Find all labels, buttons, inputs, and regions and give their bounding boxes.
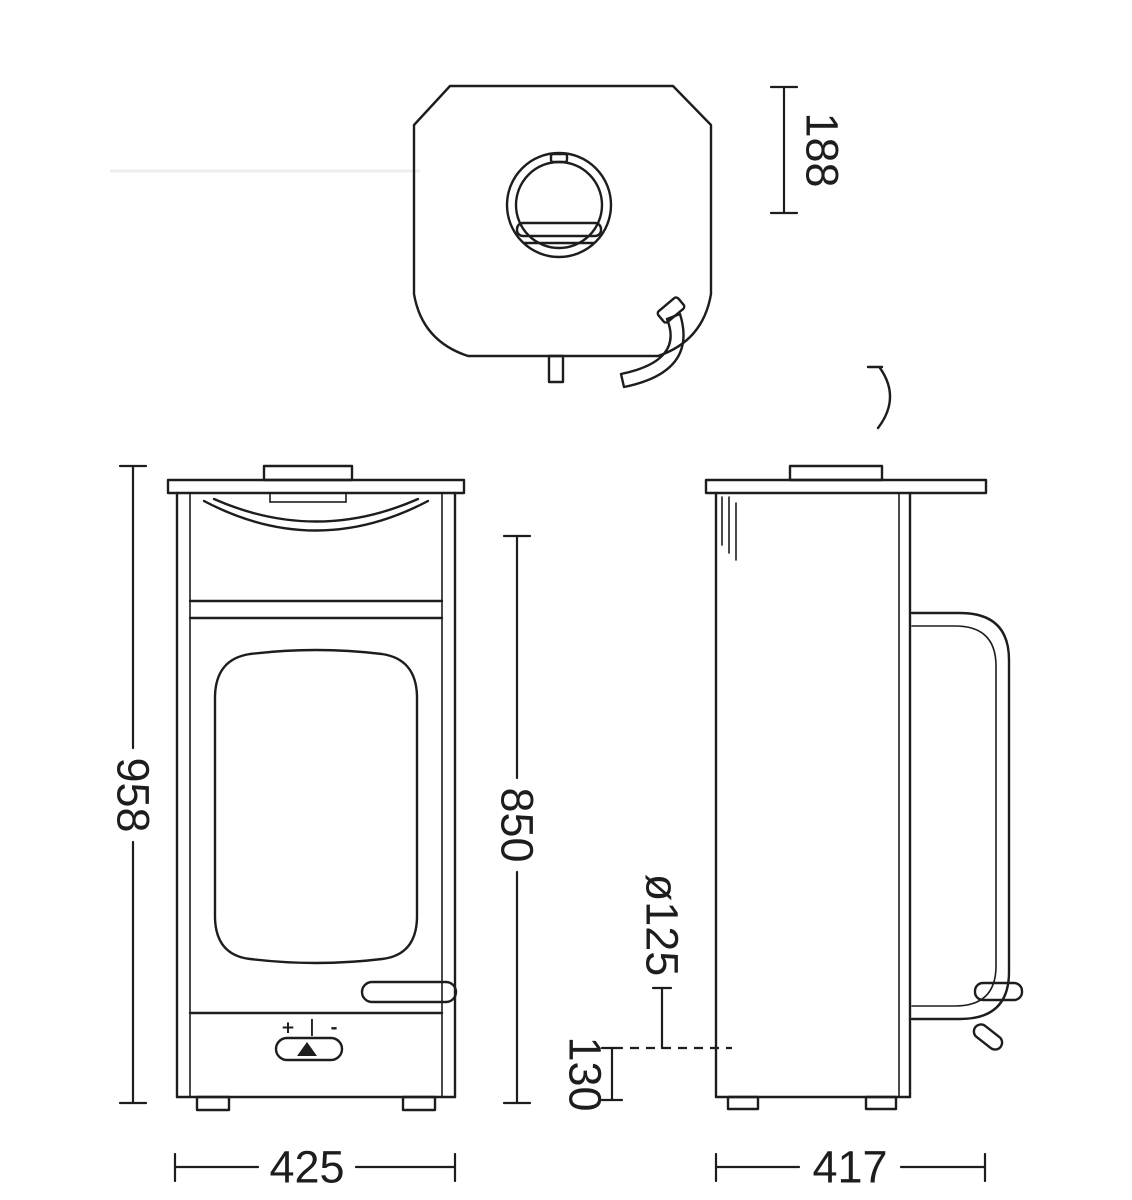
door-side-profile	[910, 611, 1011, 1021]
top-plate-side	[704, 478, 988, 495]
dim-label-outlet-height: 130	[560, 1036, 611, 1111]
door-glass	[213, 648, 419, 965]
dim-overall-height: 958	[108, 464, 159, 1105]
chimney-collar-side	[788, 464, 884, 482]
top-view	[412, 84, 713, 389]
air-control-pointer	[297, 1042, 317, 1056]
top-plate-front	[166, 478, 466, 495]
grate-handle-bar	[619, 312, 685, 389]
dim-label-flue-diameter: ø125	[637, 874, 688, 977]
flue-collar-outer	[505, 151, 613, 259]
side-body-outline	[714, 491, 912, 1099]
front-view: + | -	[166, 464, 466, 1112]
front-right-foot	[401, 1095, 437, 1112]
damper-handle	[515, 221, 603, 238]
side-left-foot	[726, 1095, 760, 1111]
dim-body-height: 850	[492, 534, 543, 1105]
upper-lip	[269, 492, 347, 503]
dim-label-body-height: 850	[492, 787, 543, 862]
dim-depth: 417	[714, 1142, 987, 1193]
ash-knob	[972, 1023, 1004, 1051]
dim-label-depth: 417	[812, 1142, 887, 1193]
door-handle	[360, 980, 458, 1004]
dim-flue-offset: 188	[769, 85, 848, 215]
grate-handle	[619, 296, 686, 389]
dim-label-flue-offset: 188	[797, 112, 848, 187]
front-left-foot	[195, 1095, 231, 1112]
front-body-outline	[175, 491, 457, 1099]
side-right-foot	[864, 1095, 898, 1111]
air-control-slot	[274, 1036, 344, 1062]
air-control: + | -	[274, 1017, 344, 1062]
side-view	[704, 365, 1024, 1111]
air-control-plus: +	[281, 1018, 295, 1038]
door-handle-side	[973, 981, 1024, 1002]
rear-channel-detail	[721, 496, 737, 561]
dim-label-width: 425	[269, 1142, 344, 1193]
dim-flue-diameter: ø125	[630, 874, 732, 1050]
flue-notch	[549, 152, 569, 164]
dim-width: 425	[173, 1142, 457, 1193]
rear-tab	[547, 354, 565, 384]
chimney-collar-front	[262, 464, 354, 482]
air-control-divider: |	[309, 1017, 315, 1037]
top-view-body-outline	[412, 84, 713, 358]
dim-outlet-height: 130	[560, 1036, 624, 1112]
flue-pipe-bend	[866, 365, 892, 430]
air-control-minus: -	[330, 1018, 337, 1038]
upper-compartment	[188, 492, 444, 620]
dim-label-overall-height: 958	[108, 757, 159, 832]
